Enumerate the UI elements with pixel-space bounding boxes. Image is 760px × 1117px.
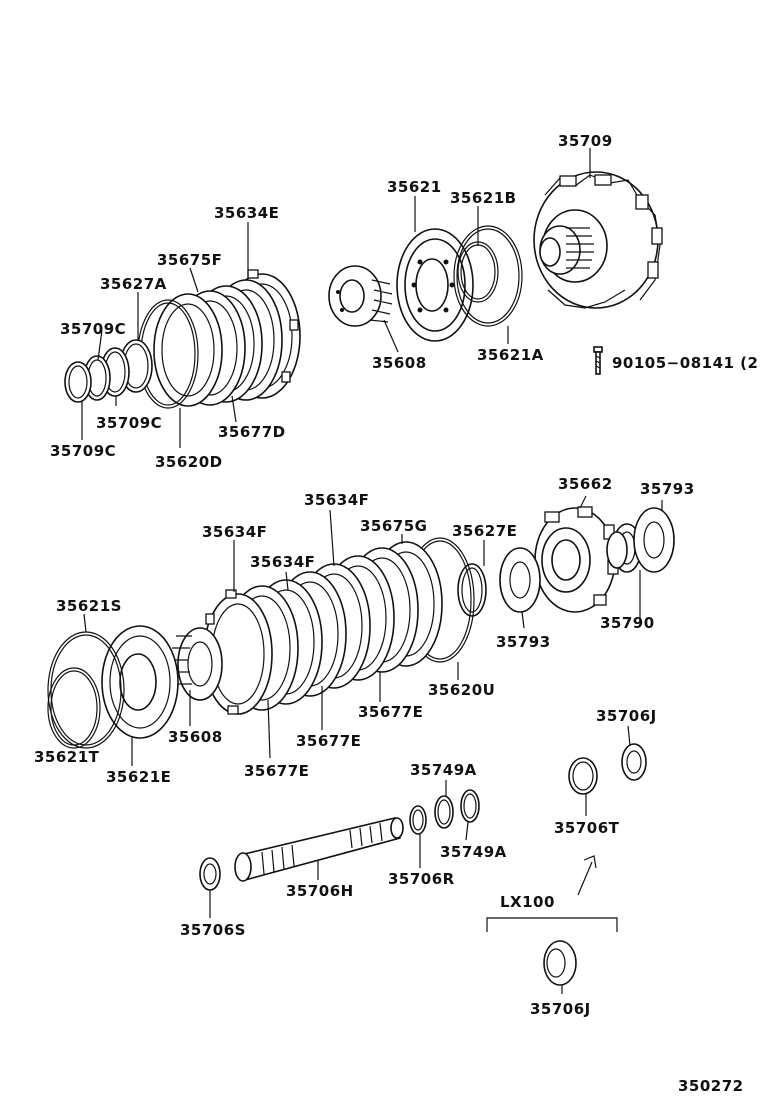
label-35627E: 35627E <box>452 522 517 540</box>
label-35608-a: 35608 <box>372 354 427 372</box>
label-35620U: 35620U <box>428 681 495 699</box>
part-35675F-flange <box>153 293 223 407</box>
label-35709: 35709 <box>558 132 613 150</box>
part-35706T <box>568 757 598 795</box>
label-35634E: 35634E <box>214 204 279 222</box>
label-35677E-c: 35677E <box>244 762 309 780</box>
part-35662-drum <box>534 506 619 613</box>
label-35608-b: 35608 <box>168 728 223 746</box>
label-35706R: 35706R <box>388 870 455 888</box>
part-35627E-ring <box>457 563 487 617</box>
label-35621A: 35621A <box>477 346 544 364</box>
part-35706H-shaft <box>234 817 404 882</box>
label-35621B: 35621B <box>450 189 517 207</box>
label-35749A-a: 35749A <box>410 761 477 779</box>
label-35706J-a: 35706J <box>596 707 657 725</box>
label-35677E-b: 35677E <box>296 732 361 750</box>
label-35621T: 35621T <box>34 748 100 766</box>
label-35749A-b: 35749A <box>440 843 507 861</box>
label-35706S: 35706S <box>180 921 246 939</box>
lx100-bracket <box>486 917 618 932</box>
label-35621E: 35621E <box>106 768 171 786</box>
part-35706S-washer <box>199 857 221 891</box>
label-90105: 90105−08141 (2) <box>612 354 760 372</box>
part-35621A-seal <box>453 225 523 327</box>
part-35706J-upper <box>621 743 647 781</box>
label-35662: 35662 <box>558 475 613 493</box>
group-label: LX100 <box>500 893 555 911</box>
part-35793-race-right <box>633 507 675 573</box>
label-35793-a: 35793 <box>640 480 695 498</box>
label-35620D: 35620D <box>155 453 223 471</box>
label-35621: 35621 <box>387 178 442 196</box>
part-35608-spring-retainer-top <box>328 265 393 327</box>
label-35793-b: 35793 <box>496 633 551 651</box>
part-35709C-rings <box>64 347 130 403</box>
label-35790: 35790 <box>600 614 655 632</box>
part-35608-spring-retainer-middle <box>170 627 223 701</box>
part-35621E-piston <box>101 625 179 739</box>
part-35706R-ring <box>409 805 427 835</box>
label-35677D: 35677D <box>218 423 286 441</box>
arrow-icon <box>577 855 597 896</box>
label-35634F-b: 35634F <box>202 523 267 541</box>
label-35706J-b: 35706J <box>530 1000 591 1018</box>
label-35709C-a: 35709C <box>60 320 126 338</box>
label-35706T: 35706T <box>554 819 620 837</box>
label-35677E-a: 35677E <box>358 703 423 721</box>
part-35706J-lower <box>543 940 577 986</box>
doc-number: 350272 <box>678 1077 744 1095</box>
label-35706H: 35706H <box>286 882 354 900</box>
label-35675G: 35675G <box>360 517 428 535</box>
label-35675F: 35675F <box>157 251 222 269</box>
label-35621S: 35621S <box>56 597 122 615</box>
part-35793-race-left <box>499 547 541 613</box>
part-35621T-seal <box>47 667 101 749</box>
part-35621-piston <box>396 228 474 342</box>
label-35709C-b: 35709C <box>96 414 162 432</box>
part-35749A-rings <box>434 789 480 829</box>
label-35634F-c: 35634F <box>250 553 315 571</box>
label-35627A: 35627A <box>100 275 167 293</box>
part-35709-clutch-drum <box>533 171 663 309</box>
part-90105-bolt <box>593 346 603 375</box>
part-35634F-35677E-stack <box>199 547 419 715</box>
label-35634F-a: 35634F <box>304 491 369 509</box>
leader-lines <box>81 148 663 994</box>
label-35709C-c: 35709C <box>50 442 116 460</box>
